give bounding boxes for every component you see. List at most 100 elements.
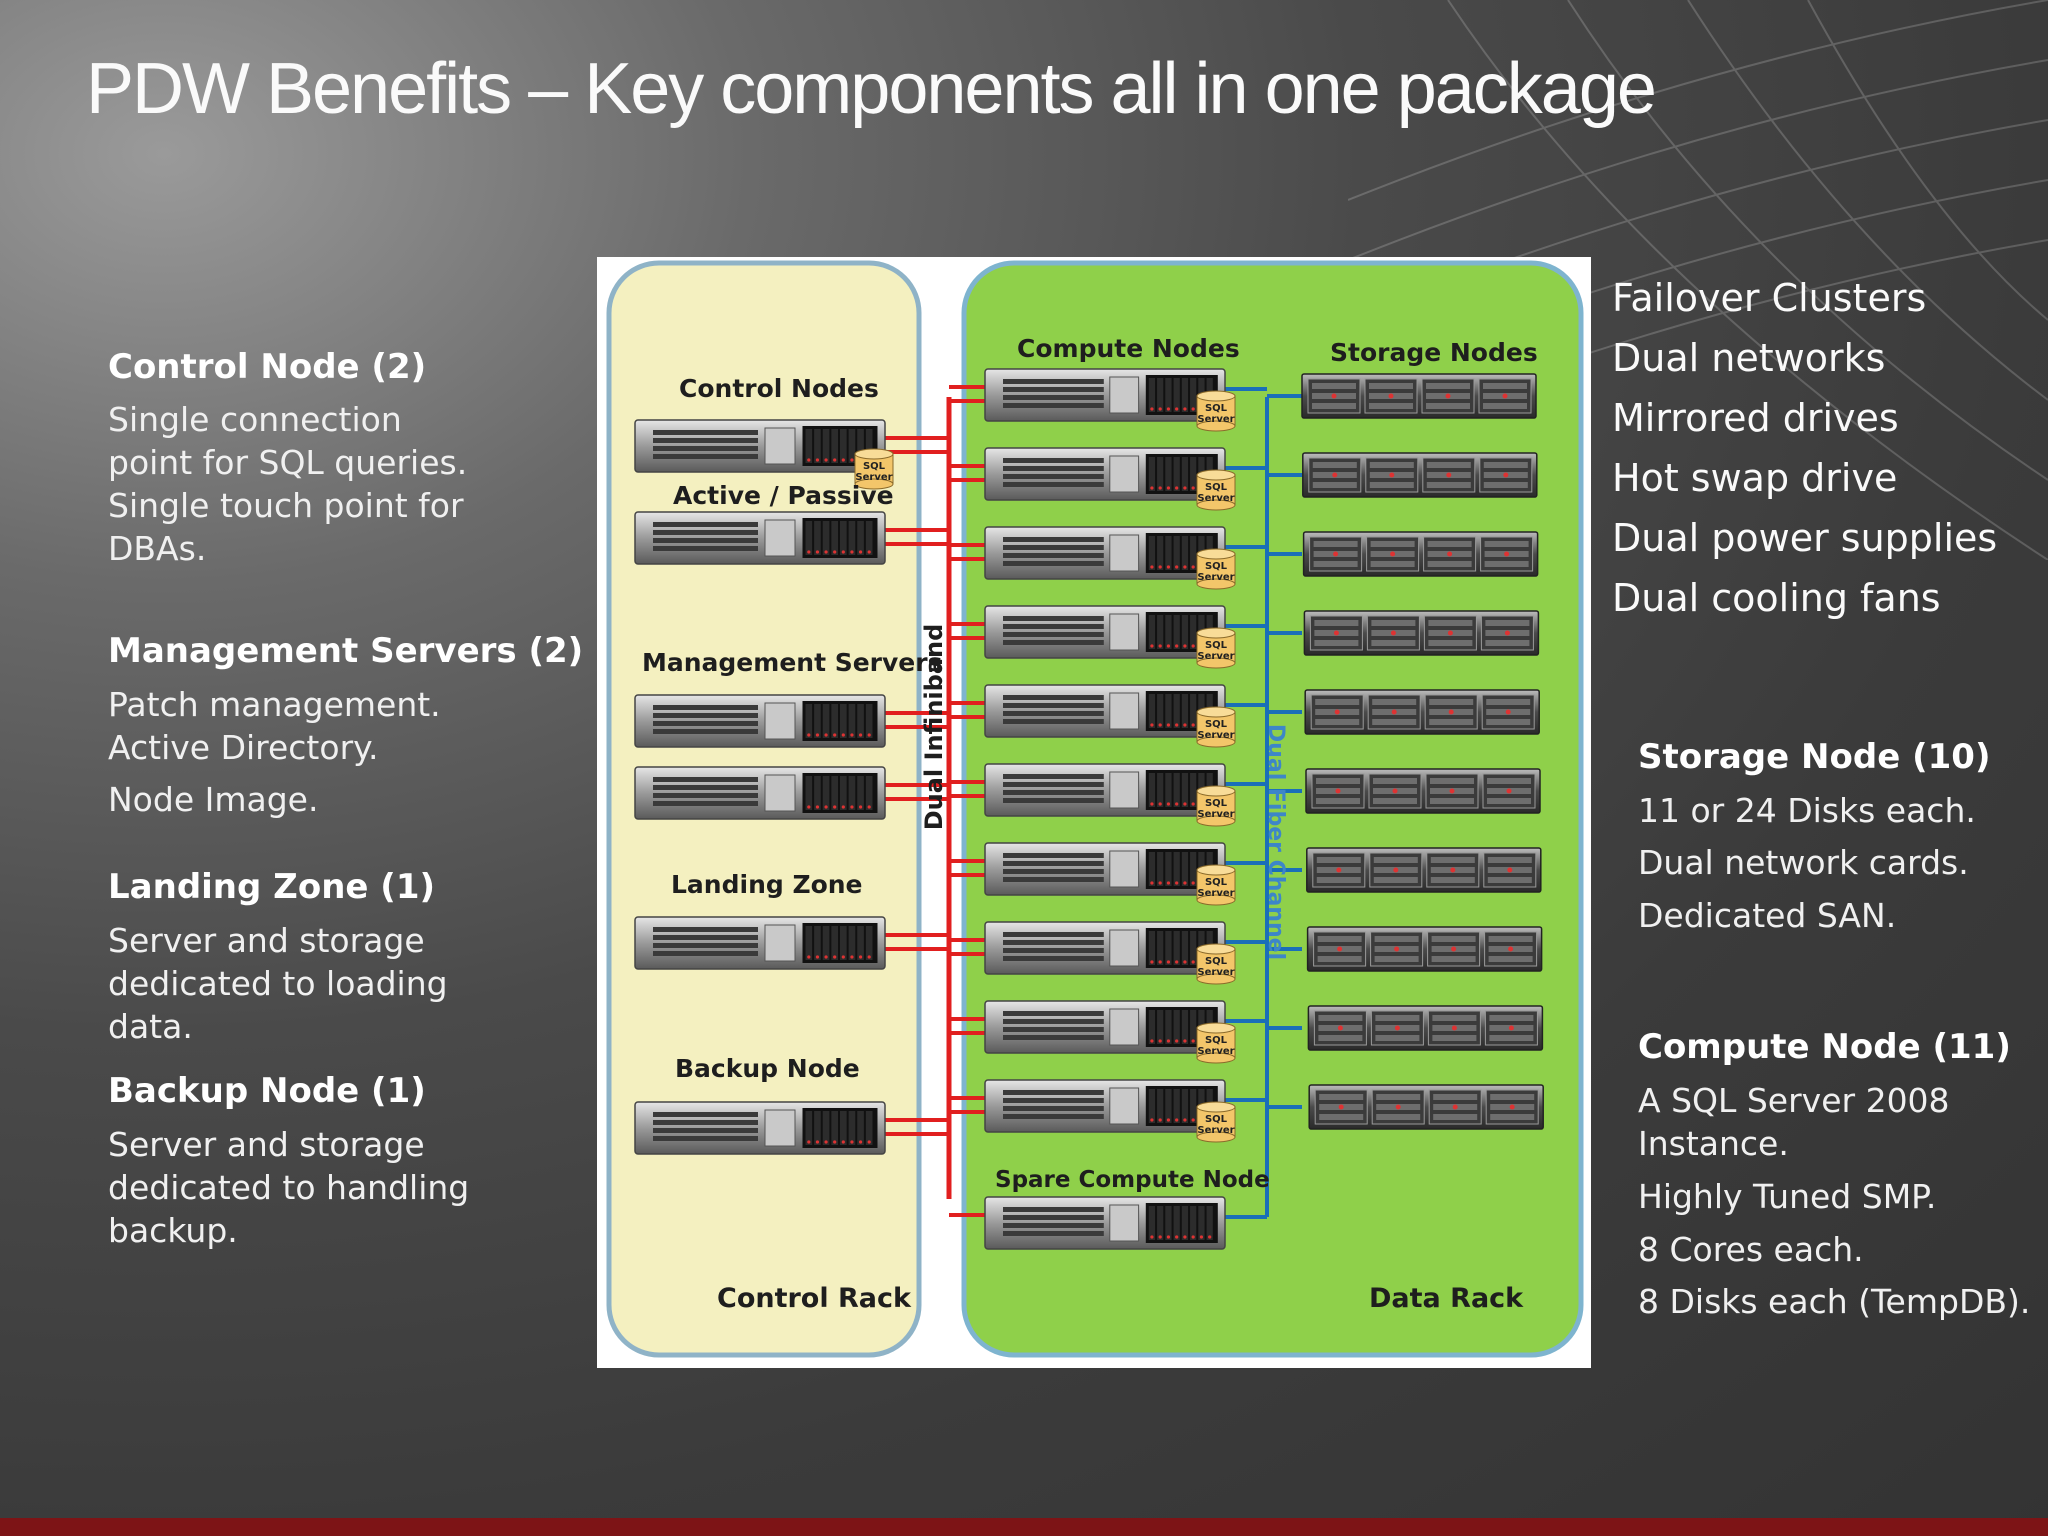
disk-slot	[1312, 482, 1357, 488]
server-vent	[653, 446, 758, 451]
feature-item: Failover Clusters	[1612, 276, 1927, 320]
drive-slot	[1181, 536, 1189, 570]
disk-slot	[1483, 462, 1528, 468]
drive-led	[1175, 1118, 1179, 1122]
feature-item: Dual cooling fans	[1612, 576, 1941, 620]
disk-slot	[1486, 719, 1531, 725]
drive-led	[1158, 486, 1162, 490]
sql-label-top: SQL	[863, 461, 886, 472]
server-vent	[1003, 932, 1104, 937]
drive-led	[1175, 644, 1179, 648]
drive-led	[1183, 881, 1187, 885]
disk-led	[1390, 630, 1396, 636]
drive-slot	[1157, 615, 1164, 649]
sql-label-top: SQL	[1205, 1035, 1228, 1046]
server-vent	[1003, 482, 1104, 487]
compute-node-line: Highly Tuned SMP.	[1638, 1177, 1937, 1216]
disk-slot	[1430, 877, 1475, 883]
disk-slot	[1369, 462, 1414, 468]
backup-node-line: backup.	[108, 1211, 238, 1250]
drive-slot	[1165, 615, 1172, 649]
disk-slot	[1483, 482, 1528, 488]
control-rack-server	[634, 511, 886, 565]
drive-slot	[840, 429, 847, 463]
drive-led	[1166, 881, 1171, 885]
disk-led	[1335, 788, 1341, 794]
sql-label-bottom: Server	[1197, 572, 1234, 583]
drive-slot	[1148, 1206, 1156, 1240]
compute-node-server	[984, 605, 1226, 659]
disk-slot	[1371, 620, 1416, 626]
drive-led	[841, 955, 845, 959]
control-node-line: DBAs.	[108, 529, 207, 568]
server-panel	[1109, 376, 1140, 414]
drive-led	[824, 805, 828, 809]
drive-slot	[1173, 931, 1180, 965]
drive-slot	[831, 776, 838, 810]
disk-slot	[1427, 541, 1472, 547]
drive-slot	[848, 429, 856, 463]
compute-node-line: Instance.	[1638, 1124, 1789, 1163]
disk-led	[1334, 709, 1340, 715]
drive-slot	[1148, 378, 1156, 412]
compute-node-server	[984, 526, 1226, 580]
compute-node-line: 8 Cores each.	[1638, 1230, 1864, 1269]
drive-slot	[848, 521, 856, 555]
sql-label-bottom: Server	[855, 472, 892, 483]
disk-led	[1451, 946, 1457, 952]
disk-slot	[1369, 403, 1413, 409]
sql-cylinder-bottom	[1196, 1052, 1236, 1064]
drive-slot	[1165, 1010, 1172, 1044]
drive-slot	[1165, 457, 1172, 491]
drive-led	[1150, 1039, 1154, 1043]
drive-slot	[822, 926, 830, 960]
disk-slot	[1369, 482, 1414, 488]
server-vent	[1003, 403, 1104, 408]
drive-slot	[1173, 1010, 1180, 1044]
sql-cylinder-top	[1196, 548, 1236, 560]
sql-label-bottom: Server	[1197, 651, 1234, 662]
disk-slot	[1487, 877, 1532, 883]
server-panel	[1109, 850, 1140, 888]
control-rack-server	[634, 1101, 886, 1155]
storage-node-heading: Storage Node (10)	[1638, 737, 1991, 777]
management-servers-heading: Management Servers (2)	[108, 631, 584, 671]
sql-cylinder-bottom	[1196, 736, 1236, 748]
server-panel	[1109, 455, 1140, 493]
server-vent	[1003, 1019, 1104, 1024]
drive-slot	[1190, 852, 1197, 886]
drive-led	[1183, 802, 1187, 806]
server-vent	[1003, 711, 1104, 716]
server-vent	[1003, 1098, 1104, 1103]
server-panel	[764, 774, 796, 812]
drive-slot	[1165, 378, 1172, 412]
drive-led	[1150, 407, 1154, 411]
storage-node	[1305, 768, 1541, 814]
drive-slot	[1173, 615, 1180, 649]
server-vent	[1003, 861, 1104, 866]
landing-zone-label: Landing Zone	[671, 870, 863, 899]
disk-slot	[1312, 403, 1356, 409]
drive-slot	[1173, 1206, 1180, 1240]
server-vent	[653, 1128, 758, 1133]
page-title: PDW Benefits – Key components all in one…	[86, 49, 1657, 129]
drive-slot	[1165, 1089, 1172, 1123]
drive-led	[815, 955, 820, 959]
server-vent	[1003, 948, 1104, 953]
drive-slot	[1181, 1010, 1189, 1044]
drive-slot	[805, 926, 813, 960]
server-panel	[1109, 771, 1140, 809]
drive-slot	[1148, 773, 1156, 807]
storage-node	[1302, 452, 1538, 498]
drive-slot	[857, 1111, 864, 1145]
drive-slot	[1181, 852, 1189, 886]
sql-cylinder-top	[1196, 627, 1236, 639]
disk-slot	[1316, 778, 1360, 784]
disk-slot	[1430, 798, 1474, 804]
drive-led	[1166, 407, 1171, 411]
disk-slot	[1426, 462, 1471, 468]
drive-led	[1150, 1235, 1154, 1239]
server-vent	[653, 951, 758, 956]
